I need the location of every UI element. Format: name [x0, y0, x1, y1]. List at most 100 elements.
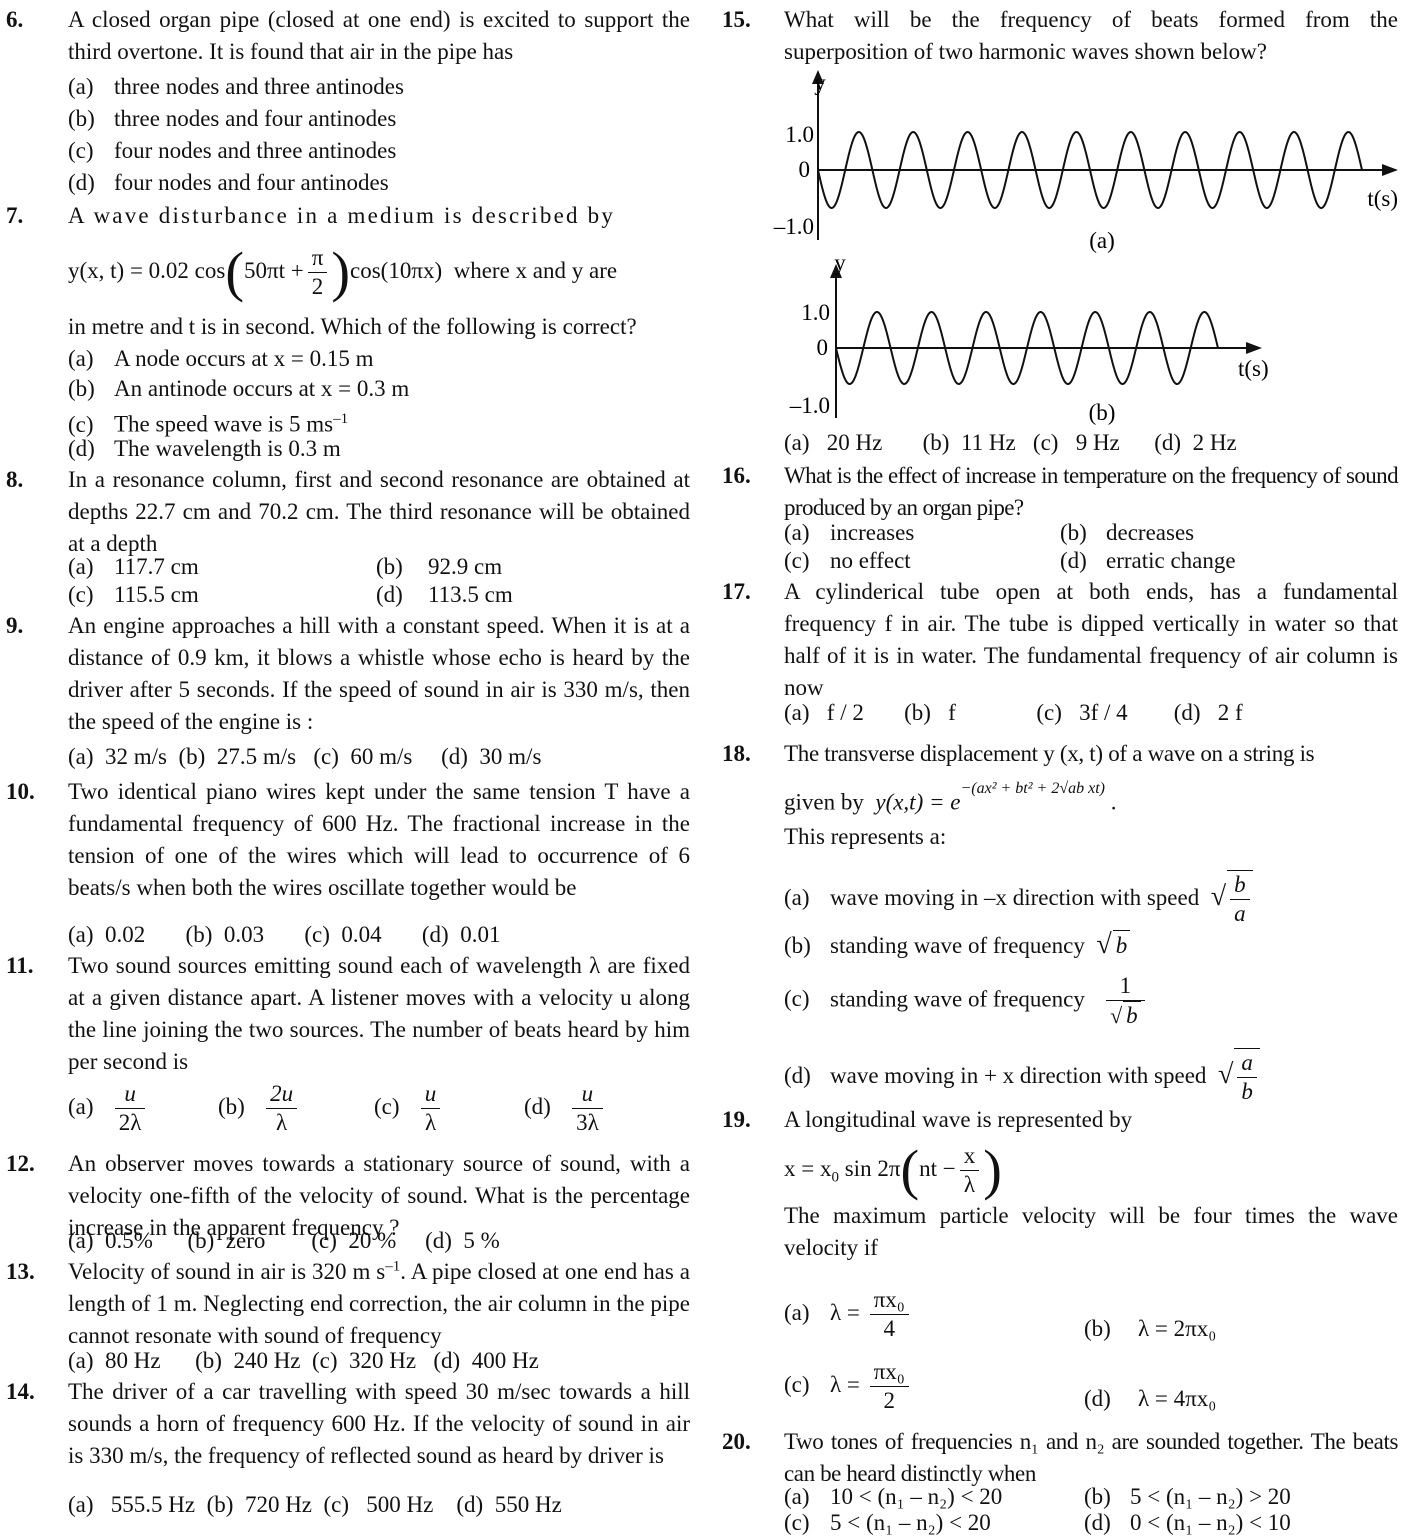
option-b[interactable]: (b) f: [904, 700, 956, 725]
option-c[interactable]: (c) 0.04: [304, 922, 382, 947]
option-d[interactable]: (d) 30 m/s: [441, 744, 542, 769]
option-d[interactable]: (d) 0.01: [421, 922, 501, 947]
question-number: 18.: [722, 741, 751, 766]
option-a[interactable]: (a)increases: [784, 520, 915, 545]
y-axis-arrow: [812, 70, 824, 84]
option-b[interactable]: (b) 11 Hz: [922, 430, 1016, 455]
option-a[interactable]: (a)A node occurs at x = 0.15 m: [68, 346, 374, 371]
tick-label: 0: [799, 157, 811, 182]
option-b[interactable]: (b) 0.03: [185, 922, 265, 947]
option-b[interactable]: (b) zero: [187, 1228, 266, 1253]
option-a[interactable]: (a) 80 Hz: [68, 1348, 161, 1373]
question-text: A wave disturbance in a medium is descri…: [68, 203, 616, 228]
option-c[interactable]: (c)115.5 cm: [68, 582, 199, 607]
option-c[interactable]: (c)no effect: [784, 548, 911, 573]
option-d[interactable]: (d)erratic change: [1060, 548, 1236, 573]
option-c[interactable]: (c) 60 m/s: [313, 744, 413, 769]
question-text-cont: This represents a:: [784, 824, 947, 849]
graph-caption: (a): [1089, 228, 1115, 253]
option-b[interactable]: (b)three nodes and four antinodes: [68, 106, 397, 131]
question-19: 19. A longitudinal wave is represented b…: [722, 1104, 1398, 1144]
option-c[interactable]: (c) 320 Hz: [312, 1348, 417, 1373]
option-b[interactable]: (b) 240 Hz: [195, 1348, 301, 1373]
question-9: 9. An engine approaches a hill with a co…: [6, 610, 690, 740]
option-a[interactable]: (a)wave moving in –x direction with spee…: [784, 870, 1253, 928]
question-17: 17. A cylinderical tube open at both end…: [722, 576, 1398, 706]
option-c[interactable]: (c) 20 %: [311, 1228, 397, 1253]
wave-curve: [835, 310, 1219, 386]
option-a[interactable]: (a)three nodes and three antinodes: [68, 74, 404, 99]
question-text: A longitudinal wave is represented by: [784, 1107, 1133, 1132]
question-text: In a resonance column, first and second …: [68, 467, 690, 556]
question-number: 15.: [722, 7, 751, 32]
option-c[interactable]: (c) 500 Hz: [323, 1492, 434, 1517]
wave-graph-b: y 1.0 0 –1.0 t(s) (b): [789, 250, 1269, 425]
question-14: 14. The driver of a car travelling with …: [6, 1376, 690, 1506]
option-c[interactable]: (c)The speed wave is 5 ms–1: [68, 411, 349, 437]
wave-graph-a: y 1.0 0 –1.0 t(s) (a): [773, 70, 1398, 253]
option-a[interactable]: (a) f / 2: [784, 700, 864, 725]
option-d[interactable]: (d) 5 %: [425, 1228, 500, 1253]
question-number: 14.: [6, 1379, 35, 1404]
option-a[interactable]: (a) 555.5 Hz: [68, 1492, 196, 1517]
option-d[interactable]: (d)wave moving in + x direction with spe…: [784, 1048, 1260, 1106]
option-a[interactable]: (a) 0.02: [68, 922, 146, 947]
option-d[interactable]: (d)113.5 cm: [376, 582, 513, 607]
tick-label: 0: [817, 335, 829, 360]
option-a[interactable]: (a) 20 Hz: [784, 430, 883, 455]
option-b[interactable]: (b) 27.5 m/s: [178, 744, 297, 769]
option-d[interactable]: (d) 2 f: [1173, 700, 1243, 725]
question-text: Two identical piano wires kept under the…: [68, 779, 690, 900]
option-a[interactable]: (a)117.7 cm: [68, 554, 199, 579]
question-number: 13.: [6, 1259, 35, 1284]
options-row: (a) 0.02 (b) 0.03 (c) 0.04 (d) 0.01: [68, 920, 500, 950]
option-b[interactable]: (b)5 < (n₁ – n₂) > 20: [1084, 1484, 1291, 1509]
question-number: 8.: [6, 467, 24, 492]
options-row: (a) 20 Hz (b) 11 Hz (c) 9 Hz (d) 2 Hz: [784, 428, 1237, 458]
options-row: (a) 80 Hz (b) 240 Hz (c) 320 Hz (d) 400 …: [68, 1346, 539, 1376]
tick-label: 1.0: [785, 122, 814, 147]
option-a[interactable]: (a) 32 m/s: [68, 744, 168, 769]
option-b[interactable]: (b)An antinode occurs at x = 0.3 m: [68, 376, 410, 401]
t-axis-label: t(s): [1238, 356, 1269, 381]
wave-curve: [817, 130, 1363, 210]
question-text: Velocity of sound in air is 320 m s–1. A…: [68, 1258, 690, 1348]
question-number: 17.: [722, 579, 751, 604]
option-c[interactable]: (c)standing wave of frequency 1√b: [784, 972, 1149, 1030]
t-axis-label: t(s): [1367, 186, 1398, 211]
option-b[interactable]: (b) 720 Hz: [206, 1492, 313, 1517]
option-c[interactable]: (c)four nodes and three antinodes: [68, 138, 397, 163]
question-13: 13. Velocity of sound in air is 320 m s–…: [6, 1256, 690, 1356]
option-d[interactable]: (d) 550 Hz: [456, 1492, 562, 1517]
option-c[interactable]: (c) 3f / 4: [1036, 700, 1128, 725]
option-a[interactable]: (a)10 < (n₁ – n₂) < 20: [784, 1484, 1003, 1509]
option-d[interactable]: (d) 400 Hz: [433, 1348, 539, 1373]
option-d[interactable]: (d)λ = 4πx₀: [1084, 1386, 1217, 1411]
option-d[interactable]: (d) 2 Hz: [1154, 430, 1237, 455]
question-text: A cylinderical tube open at both ends, h…: [784, 579, 1398, 700]
option-b[interactable]: (b)standing wave of frequency √b: [784, 930, 1131, 961]
question-18: 18. The transverse displacement y (x, t)…: [722, 738, 1398, 778]
tick-label: 1.0: [801, 300, 830, 325]
option-b[interactable]: (b)λ = 2πx₀: [1084, 1316, 1217, 1341]
option-b[interactable]: (b)92.9 cm: [376, 554, 503, 579]
option-c[interactable]: (c) 9 Hz: [1032, 430, 1120, 455]
option-d[interactable]: (d)0 < (n₁ – n₂) < 10: [1084, 1510, 1291, 1535]
question-text: Two tones of frequencies n₁ and n₂ are s…: [784, 1429, 1398, 1486]
option-b[interactable]: (b)decreases: [1060, 520, 1195, 545]
option-c[interactable]: (c)5 < (n₁ – n₂) < 20: [784, 1510, 991, 1535]
option-a[interactable]: (a) 0.5%: [68, 1228, 153, 1253]
question-text: What will be the frequency of beats form…: [784, 7, 1398, 64]
question-6: 6. A closed organ pipe (closed at one en…: [6, 4, 690, 194]
option-d[interactable]: (d)The wavelength is 0.3 m: [68, 436, 341, 461]
option-d[interactable]: (d)four nodes and four antinodes: [68, 170, 389, 195]
displacement-equation: given by y(x,t) = e−(ax² + bt² + 2√ab xt…: [784, 780, 1117, 815]
question-12: 12. An observer moves towards a stationa…: [6, 1148, 690, 1248]
